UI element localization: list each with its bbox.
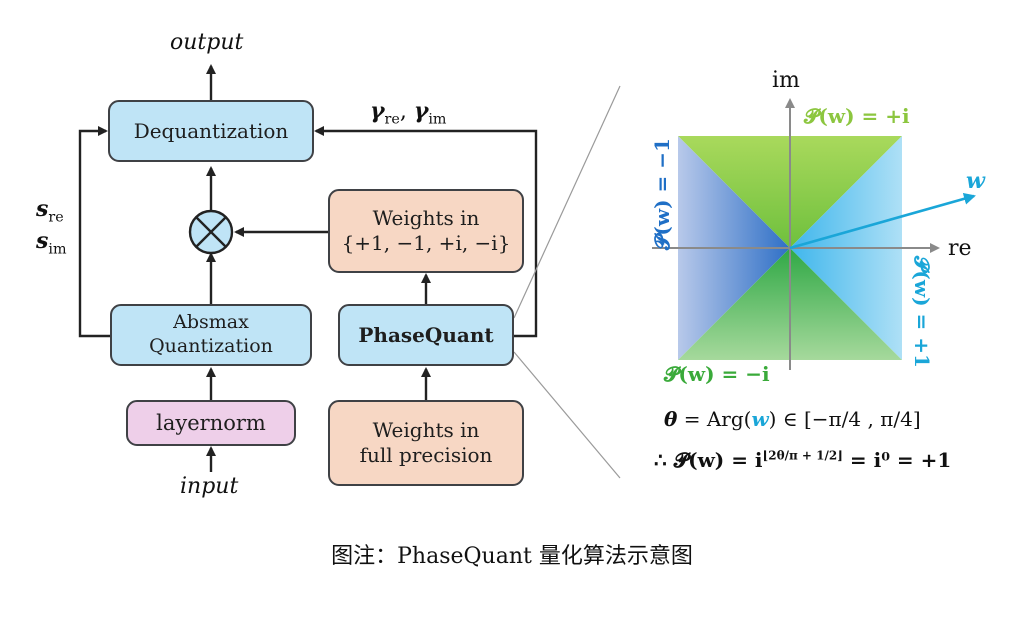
arrow-gamma-bypass [314, 126, 538, 338]
gamma-label: γre, γim [370, 98, 447, 128]
re-axis-label: re [948, 236, 972, 261]
scale-re-label: sre [36, 196, 64, 226]
weights-ternary-line2: {+1, −1, +i, −i} [341, 231, 511, 255]
im-axis-label: im [772, 68, 800, 93]
scale-im-label: sim [36, 228, 67, 258]
label-minus-i: 𝓟(w) = −i [664, 362, 770, 386]
absmax-quantization-box: Absmax Quantization [110, 304, 312, 366]
w-label: w [966, 168, 985, 194]
w-vector [789, 192, 976, 250]
dequantization-label: Dequantization [133, 118, 289, 143]
output-label: output [170, 30, 244, 55]
phasequant-label: PhaseQuant [358, 322, 494, 347]
weights-ternary-line1: Weights in [372, 206, 480, 230]
figure-caption: 图注：PhaseQuant 量化算法示意图 [331, 544, 693, 569]
theta-formula: θ = Arg(w) ∈ [−π/4 , π/4] [664, 407, 921, 431]
label-plus-1: 𝓟(w) = +1 [910, 256, 934, 368]
label-plus-i: 𝓟(w) = +i [804, 104, 910, 128]
absmax-line1: Absmax [173, 311, 249, 334]
weights-full-line1: Weights in [372, 418, 480, 442]
arrow-scale-bypass [78, 126, 110, 338]
dequantization-box: Dequantization [108, 100, 314, 162]
phasequant-box: PhaseQuant [338, 304, 514, 366]
multiply-node [188, 209, 234, 255]
input-label: input [180, 474, 239, 499]
result-formula: ∴ 𝓟(w) = i⌊2θ/π + 1/2⌋ = i⁰ = +1 [654, 448, 952, 472]
zoom-line-bottom [513, 351, 621, 479]
layernorm-label: layernorm [156, 410, 266, 435]
weights-ternary-box: Weights in {+1, −1, +i, −i} [328, 189, 524, 273]
layernorm-box: layernorm [126, 400, 296, 446]
label-minus-1: 𝓟(w) = −1 [650, 138, 674, 250]
weights-full-line2: full precision [359, 443, 493, 467]
weights-full-box: Weights in full precision [328, 400, 524, 486]
absmax-line2: Quantization [149, 335, 273, 357]
zoom-line-top [513, 85, 621, 319]
